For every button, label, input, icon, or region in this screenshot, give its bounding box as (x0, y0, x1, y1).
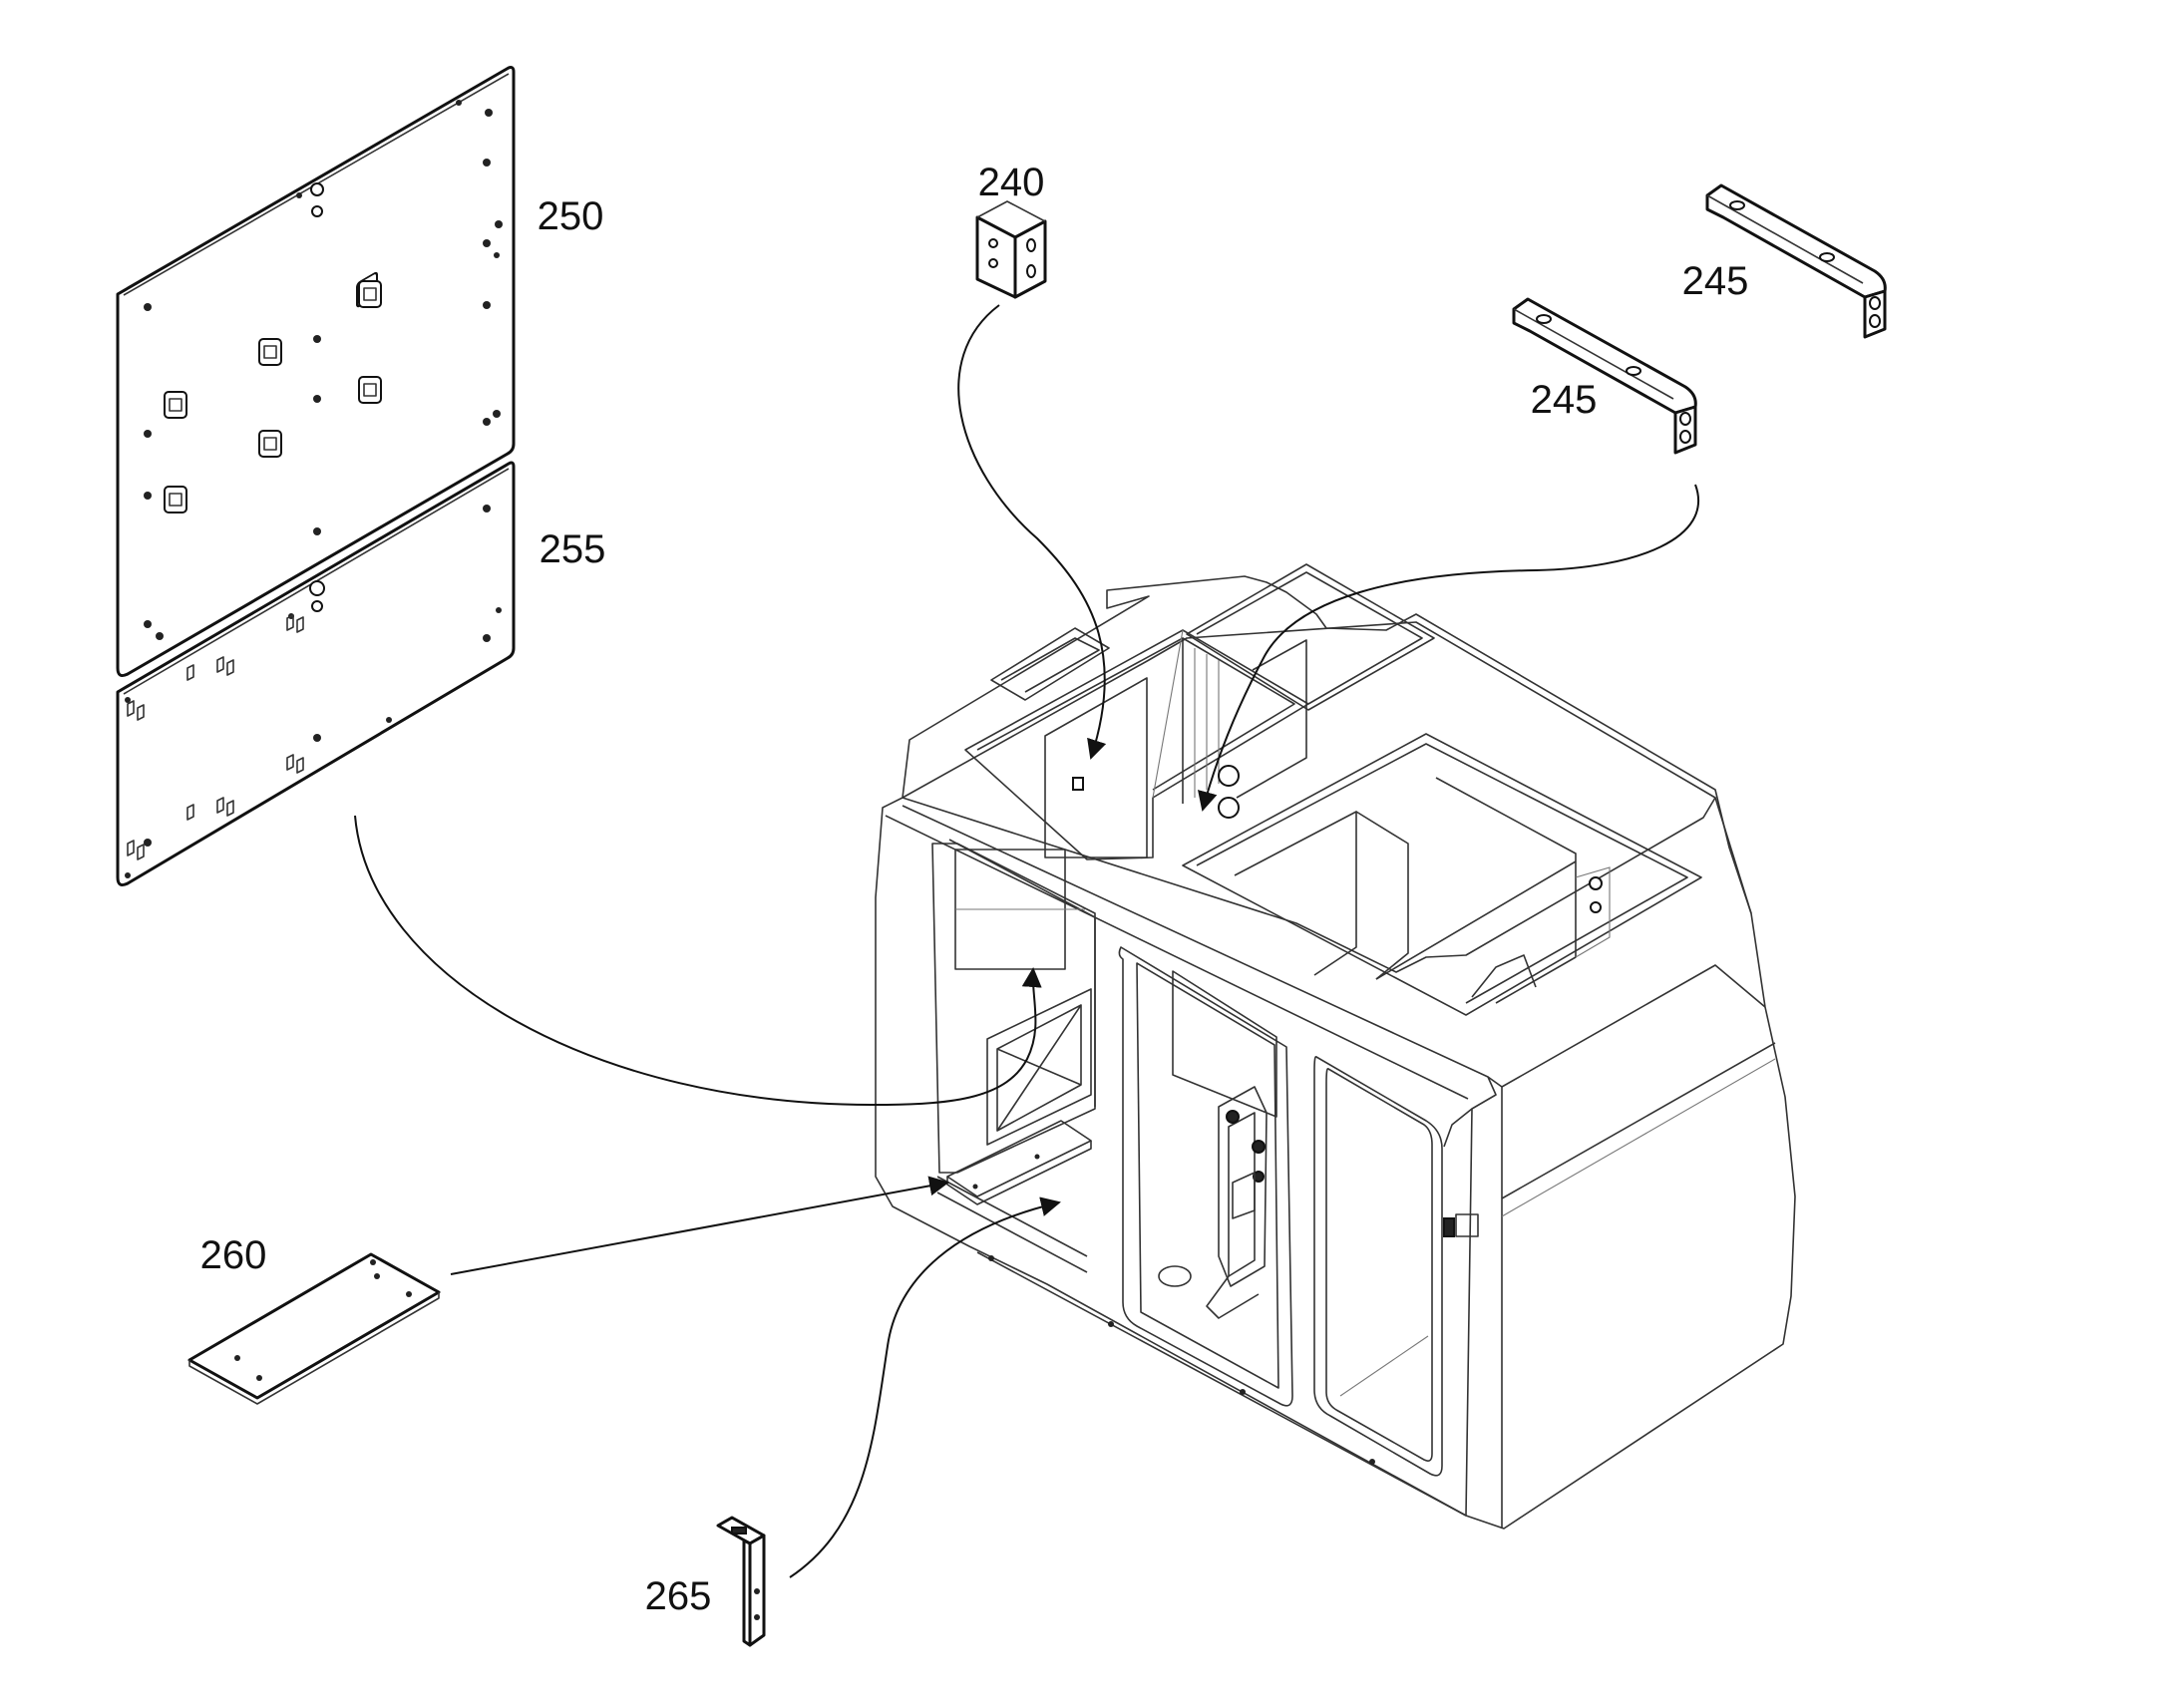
plate-255 (116, 461, 516, 886)
reference-labels: 240 245 245 250 255 260 265 (200, 161, 1749, 1618)
bracket-245-upper (1705, 183, 1887, 339)
cabinet-body (875, 563, 1796, 1530)
label-260: 260 (200, 1233, 267, 1277)
bracket-240 (975, 200, 1047, 299)
plate-260 (187, 1252, 441, 1405)
label-250: 250 (538, 194, 604, 238)
label-255: 255 (540, 527, 606, 571)
leader-lines (354, 304, 1699, 1578)
bracket-245-lower (1512, 297, 1697, 455)
label-240: 240 (978, 161, 1045, 204)
plate-255-studs (127, 614, 304, 860)
label-265: 265 (645, 1574, 712, 1618)
plate-250-pads (164, 280, 382, 513)
plate-250 (116, 66, 516, 677)
plate-250-holes (144, 100, 503, 640)
label-245-lower: 245 (1531, 378, 1598, 422)
bracket-265 (716, 1516, 766, 1647)
label-245-upper: 245 (1682, 259, 1749, 303)
